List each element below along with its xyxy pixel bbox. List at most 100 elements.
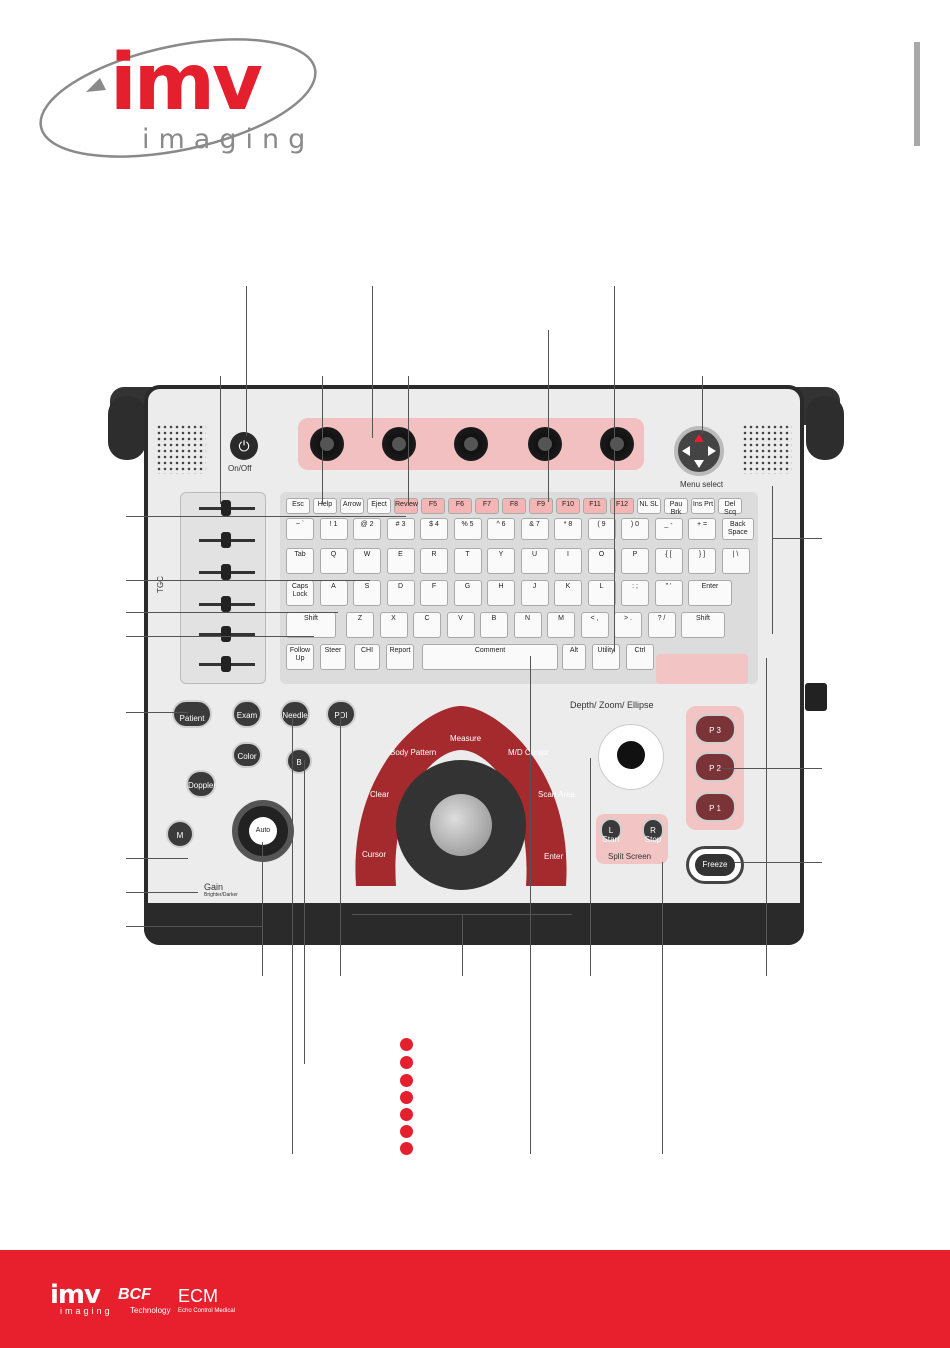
key-2-6[interactable]: Y xyxy=(487,548,515,574)
key-3-7[interactable]: J xyxy=(520,580,549,606)
rotary-knob-3[interactable] xyxy=(454,427,488,461)
key-2-13[interactable]: | \ xyxy=(721,548,750,574)
key-3-9[interactable]: L xyxy=(587,580,616,606)
key-2-0[interactable]: Tab xyxy=(286,548,314,574)
key-5-7[interactable]: Ctrl xyxy=(626,644,654,670)
key-0-2[interactable]: Arrow xyxy=(340,498,364,514)
p2-button[interactable]: P 2 xyxy=(694,752,736,782)
key-1-8[interactable]: * 8 xyxy=(554,518,582,540)
tgc-slider-4[interactable] xyxy=(199,596,255,612)
key-1-1[interactable]: ! 1 xyxy=(319,518,348,540)
rotary-knob-5[interactable] xyxy=(600,427,634,461)
key-4-4[interactable]: V xyxy=(446,612,475,638)
tgc-slider-5[interactable] xyxy=(199,626,255,642)
key-4-0[interactable]: Shift xyxy=(286,612,336,638)
key-5-4[interactable]: Comment xyxy=(422,644,558,670)
tgc-slider-3[interactable] xyxy=(199,564,255,580)
trackball[interactable] xyxy=(396,760,526,890)
freeze-button[interactable]: Freeze xyxy=(686,846,744,884)
key-1-11[interactable]: _ - xyxy=(654,518,683,540)
key-4-3[interactable]: C xyxy=(413,612,441,638)
r-stop-button[interactable]: R Stop xyxy=(642,818,664,844)
pdi-button[interactable]: PDI xyxy=(326,700,356,728)
body-pattern-button[interactable]: Body Pattern xyxy=(390,748,437,757)
key-2-1[interactable]: Q xyxy=(319,548,348,574)
key-0-8[interactable]: F8 xyxy=(502,498,526,514)
md-cursor-button[interactable]: M/D Cursor xyxy=(508,748,549,757)
key-0-16[interactable]: Del Scq xyxy=(718,498,742,516)
key-3-11[interactable]: " ' xyxy=(654,580,683,606)
l-start-button[interactable]: L Start xyxy=(600,818,622,844)
key-4-8[interactable]: < , xyxy=(580,612,609,638)
cursor-button[interactable]: Cursor xyxy=(362,850,387,859)
key-4-11[interactable]: Shift xyxy=(681,612,725,638)
key-1-9[interactable]: ( 9 xyxy=(587,518,616,540)
key-1-13[interactable]: Back Space xyxy=(721,518,754,540)
key-4-6[interactable]: N xyxy=(513,612,542,638)
key-3-6[interactable]: H xyxy=(487,580,515,606)
key-2-12[interactable]: } ] xyxy=(688,548,716,574)
key-0-10[interactable]: F10 xyxy=(556,498,580,514)
key-5-3[interactable]: Report xyxy=(386,644,414,670)
key-2-3[interactable]: E xyxy=(386,548,415,574)
key-1-5[interactable]: % 5 xyxy=(453,518,482,540)
key-1-6[interactable]: ^ 6 xyxy=(487,518,515,540)
key-1-10[interactable]: ) 0 xyxy=(621,518,649,540)
key-5-1[interactable]: Steer xyxy=(320,644,346,670)
color-button[interactable]: Color xyxy=(232,742,262,768)
key-3-4[interactable]: F xyxy=(420,580,448,606)
key-3-10[interactable]: : ; xyxy=(621,580,649,606)
key-2-10[interactable]: P xyxy=(621,548,649,574)
key-1-0[interactable]: ~ ` xyxy=(286,518,314,540)
key-0-7[interactable]: F7 xyxy=(475,498,499,514)
key-1-12[interactable]: + = xyxy=(688,518,716,540)
key-1-3[interactable]: # 3 xyxy=(386,518,415,540)
key-3-3[interactable]: D xyxy=(386,580,415,606)
key-0-15[interactable]: Ins Prt xyxy=(691,498,715,514)
auto-button[interactable]: Auto xyxy=(249,817,277,845)
menu-select-pad[interactable] xyxy=(674,426,724,476)
power-button[interactable]: ⏻ xyxy=(230,432,258,460)
key-0-1[interactable]: Help xyxy=(313,498,337,514)
clear-button[interactable]: Clear xyxy=(370,790,390,799)
key-0-0[interactable]: Esc xyxy=(286,498,310,514)
p1-button[interactable]: P 1 xyxy=(694,792,736,822)
enter-button[interactable]: Enter xyxy=(544,852,564,861)
key-0-9[interactable]: F9 xyxy=(529,498,553,514)
key-0-5[interactable]: F5 xyxy=(421,498,445,514)
key-0-14[interactable]: Pau Brk xyxy=(664,498,688,516)
tgc-slider-1[interactable] xyxy=(199,500,255,516)
key-4-5[interactable]: B xyxy=(480,612,508,638)
key-3-2[interactable]: S xyxy=(353,580,381,606)
key-3-0[interactable]: Caps Lock xyxy=(286,580,314,606)
needle-button[interactable]: Needle xyxy=(280,700,310,728)
depth-knob[interactable] xyxy=(598,724,664,790)
p3-button[interactable]: P 3 xyxy=(694,714,736,744)
key-2-5[interactable]: T xyxy=(453,548,482,574)
key-1-7[interactable]: & 7 xyxy=(520,518,549,540)
key-5-6[interactable]: Utility xyxy=(592,644,620,670)
key-5-5[interactable]: Alt xyxy=(562,644,586,670)
key-4-2[interactable]: X xyxy=(379,612,408,638)
doppler-button[interactable]: Doppler xyxy=(186,770,216,798)
key-4-9[interactable]: > . xyxy=(614,612,642,638)
key-2-2[interactable]: W xyxy=(353,548,381,574)
key-3-8[interactable]: K xyxy=(554,580,582,606)
key-2-4[interactable]: R xyxy=(420,548,448,574)
key-3-12[interactable]: Enter xyxy=(688,580,732,606)
key-3-5[interactable]: G xyxy=(453,580,482,606)
key-0-3[interactable]: Eject xyxy=(367,498,391,514)
patient-button[interactable]: Patient xyxy=(172,700,212,728)
rotary-knob-2[interactable] xyxy=(382,427,416,461)
key-2-8[interactable]: I xyxy=(554,548,582,574)
m-mode-button[interactable]: M xyxy=(166,820,194,848)
key-1-2[interactable]: @ 2 xyxy=(353,518,381,540)
key-2-7[interactable]: U xyxy=(520,548,549,574)
scan-area-button[interactable]: Scan Area xyxy=(538,790,575,799)
tgc-slider-6[interactable] xyxy=(199,656,255,672)
key-5-2[interactable]: CHI xyxy=(354,644,380,670)
key-2-11[interactable]: { [ xyxy=(654,548,683,574)
key-3-1[interactable]: A xyxy=(319,580,348,606)
key-2-9[interactable]: O xyxy=(587,548,616,574)
key-4-1[interactable]: Z xyxy=(346,612,374,638)
